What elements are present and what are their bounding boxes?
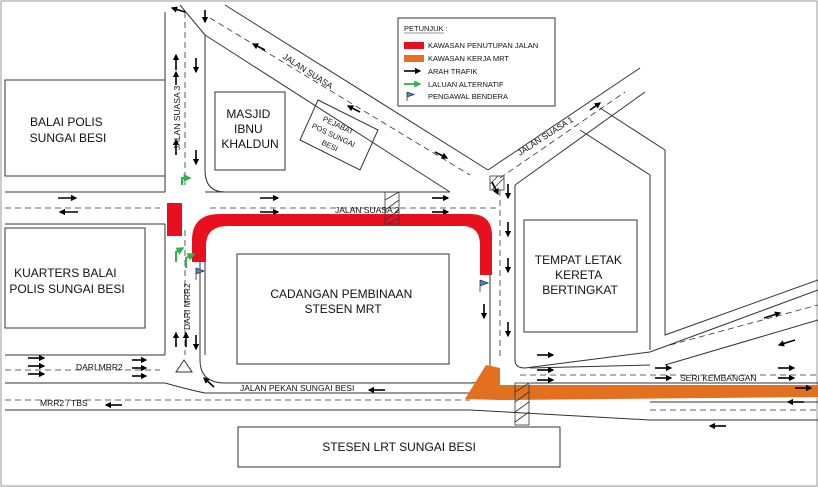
- blue-flag-icon: [406, 91, 416, 101]
- arrow-up-right: [763, 311, 782, 319]
- arrow-left: [777, 339, 796, 347]
- kuarters-building: [4, 227, 146, 329]
- label-jalan-suasa-1: JALAN SUASA 1: [516, 114, 576, 158]
- closure-jalan-suasa-2: [192, 214, 492, 275]
- legend-item-label: ARAH TRAFIK: [428, 67, 477, 76]
- label-stesen-lrt: STESEN LRT SUNGAI BESI: [322, 440, 476, 454]
- buildings: [4, 79, 638, 468]
- pejabat-pos-building: [299, 99, 379, 171]
- legend-title: PETUNJUK :: [404, 24, 448, 33]
- label-balai-polis: BALAI POLIS SUNGAI BESI: [30, 115, 107, 145]
- mrt-work-zone: [465, 365, 818, 400]
- legend-item-label: KAWASAN PENUTUPAN JALAN: [428, 41, 538, 50]
- label-dari-mrr2-left: DARI MRR2: [76, 362, 123, 372]
- label-tempat-letak: TEMPAT LETAK KERETA BERTINGKAT: [535, 253, 625, 297]
- label-jalan-suasa-3: JALAN SUASA 3: [172, 85, 182, 150]
- legend-item-label: KAWASAN KERJA MRT: [428, 54, 509, 63]
- arrow-left: [170, 6, 186, 13]
- arrow-up-left: [203, 377, 215, 388]
- legend-box: [397, 17, 556, 107]
- label-kuarters: KUARTERS BALAI POLIS SUNGAI BESI: [9, 266, 124, 296]
- blue-flag-icon: [195, 267, 206, 280]
- masjid-building: [214, 91, 286, 171]
- closure-vertical-road: [167, 203, 182, 236]
- lane-dividers: [5, 12, 818, 411]
- blue-flag-icon: [479, 279, 490, 292]
- green-arrow-icon: [181, 174, 192, 185]
- label-masjid: MASJID IBNU KHALDUN: [221, 107, 278, 151]
- label-dari-mrr2-vertical: DARI MRR2: [182, 283, 192, 330]
- label-jalan-pekan: JALAN PEKAN SUNGAI BESI: [240, 383, 354, 393]
- orange-area-swatch: [404, 55, 424, 62]
- tempat-letak-building: [523, 219, 638, 333]
- building-labels: BALAI POLIS SUNGAI BESI MASJID IBNU KHAL…: [9, 107, 625, 454]
- label-mrr2-tbs: MRR2 / TBS: [40, 398, 88, 408]
- green-arrow-icon: [185, 253, 196, 268]
- arrow-up-left: [346, 105, 361, 113]
- green-arrow-icon: [175, 247, 185, 262]
- legend: PETUNJUK : KAWASAN PENUTUPAN JALAN KAWAS…: [397, 17, 556, 107]
- cadangan-building: [236, 253, 450, 365]
- traffic-arrows: [28, 6, 813, 430]
- balai-polis-building: [4, 79, 166, 177]
- legend-item-label: PENGAWAL BENDERA: [428, 92, 508, 101]
- closure-areas: [167, 203, 492, 275]
- legend-item-label: LALUAN ALTERNATIF: [428, 80, 504, 89]
- red-area-swatch: [404, 42, 424, 49]
- alternate-route-arrows: [175, 174, 196, 268]
- label-cadangan: CADANGAN PEMBINAAN STESEN MRT: [270, 287, 415, 316]
- stesen-lrt-building: [237, 426, 561, 468]
- arrow-down: [491, 181, 499, 196]
- yield-triangle: [175, 359, 193, 373]
- arrow-up-right: [589, 102, 602, 111]
- arrow-down-right: [434, 151, 449, 159]
- crossing-marks: [384, 175, 530, 426]
- label-seri-kembangan: SERI KEMBANGAN: [680, 373, 757, 383]
- label-jalan-suasa-2: JALAN SUASA 2: [335, 205, 400, 215]
- flagmen: [195, 267, 490, 292]
- arrow-up-left: [251, 43, 266, 51]
